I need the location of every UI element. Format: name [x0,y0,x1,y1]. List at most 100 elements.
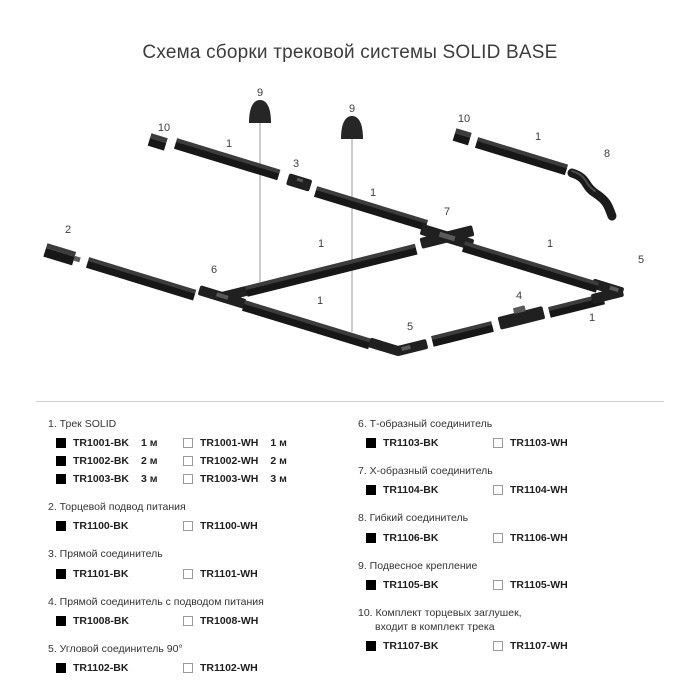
legend-row: TR1107-BK TR1107-WH [366,640,658,652]
code-pair: TR1107-WH [493,640,568,652]
product-code: TR1008-BK [73,614,130,627]
product-code: TR1003-BK [73,473,130,486]
part-number-label: 10 [458,113,470,125]
product-code: TR1100-WH [200,520,258,533]
code-pair: TR1003-BK 3 м [56,473,183,485]
black-swatch [56,521,66,532]
part-number-label: 10 [158,122,170,134]
section-title: 3. Прямой соединитель [48,548,163,561]
product-code: TR1001-WH [200,437,259,450]
legend-section-end-feed: 2. Торцевой подвод питания TR1100-BK TR1… [48,497,358,538]
white-swatch [493,579,503,590]
pendant-mount [341,116,363,139]
section-title: 1. Трек SOLID [48,418,117,430]
assembly-diagram: 10 1 9 3 1 9 7 10 1 8 2 6 1 1 5 1 5 4 1 [0,85,700,395]
product-code: TR1008-WH [200,614,259,627]
legend-section-straight-connector: 3. Прямой соединитель TR1101-BK TR1101-W… [48,544,358,585]
legend-row: TR1102-BK TR1102-WH [56,662,358,674]
length-label: 3 м [141,473,158,486]
legend-section-t-connector: 6. Т-образный соединитель TR1103-BK TR11… [358,414,658,455]
product-code: TR1106-WH [510,531,568,544]
part-number-label: 5 [407,321,413,333]
part-number-label: 8 [604,148,610,160]
product-code: TR1101-BK [73,567,129,580]
code-pair: TR1105-WH [493,579,568,591]
code-pair: TR1101-WH [183,568,258,580]
power-feed-connector [497,305,545,330]
code-pair: TR1002-BK 2 м [56,455,183,467]
x-connector [419,224,475,250]
product-code: TR1105-WH [510,578,568,591]
part-number-label: 3 [293,158,299,170]
white-swatch [183,568,193,579]
part-number-label: 1 [535,131,541,143]
part-number-label: 7 [444,206,450,218]
white-swatch [493,532,503,543]
product-code: TR1103-WH [510,437,568,450]
track-segment [313,186,429,231]
legend-section-track: 1. Трек SOLID TR1001-BK 1 м TR1001-WH 1 … [48,414,358,491]
black-swatch [56,456,66,467]
part-number-label: 5 [638,254,644,266]
length-label: 1 м [270,437,287,450]
black-swatch [56,615,66,626]
product-code: TR1106-BK [383,531,439,544]
product-code: TR1107-WH [510,640,568,653]
page-title: Схема сборки трековой системы SOLID BASE [142,42,558,63]
track-segment [245,243,418,297]
track-segment [431,321,494,347]
length-label: 2 м [141,455,158,468]
flex-connector-highlight [571,170,596,192]
track-segment [548,293,606,318]
code-pair: TR1100-WH [183,520,258,532]
track-segment [173,138,281,181]
black-swatch [366,579,376,590]
section-title: 2. Торцевой подвод питания [48,501,186,514]
black-swatch [366,532,376,543]
product-code: TR1100-BK [73,520,129,533]
code-pair: TR1008-WH [183,615,258,627]
code-pair: TR1103-WH [493,437,568,449]
legend-row: TR1105-BK TR1105-WH [366,579,658,591]
section-title: 10. Комплект торцевых заглушек, входит в… [358,606,522,633]
product-code: TR1002-BK [73,455,130,468]
product-code: TR1101-WH [200,567,258,580]
straight-connector [286,173,312,192]
part-number-label: 9 [349,103,355,115]
product-code: TR1107-BK [383,640,439,653]
code-pair: TR1001-BK 1 м [56,437,183,449]
legend-row: TR1002-BK 2 м TR1002-WH 2 м [56,455,358,467]
section-title: 6. Т-образный соединитель [358,418,493,430]
part-number-label: 1 [370,187,376,199]
code-pair: TR1103-BK [366,437,493,449]
code-pair: TR1008-BK [56,615,183,627]
end-cap [147,133,168,151]
white-swatch [183,456,193,467]
white-swatch [183,474,193,485]
legend-row: TR1101-BK TR1101-WH [56,568,358,580]
length-label: 2 м [270,455,287,468]
code-pair: TR1001-WH 1 м [183,437,287,449]
part-number-label: 1 [318,238,324,250]
part-number-label: 1 [317,295,323,307]
pendant-mount [249,100,271,123]
code-pair: TR1105-BK [366,579,493,591]
product-code: TR1102-WH [200,661,258,674]
product-code: TR1002-WH [200,455,259,468]
legend-section-end-caps-kit: 10. Комплект торцевых заглушек, входит в… [358,603,658,658]
code-pair: TR1003-WH 3 м [183,473,287,485]
code-pair: TR1102-BK [56,662,183,674]
black-swatch [366,641,376,652]
product-code: TR1003-WH [200,473,259,486]
white-swatch [183,438,193,449]
section-title: 7. Х-образный соединитель [358,465,493,478]
code-pair: TR1002-WH 2 м [183,455,287,467]
legend-row: TR1103-BK TR1103-WH [366,437,658,449]
track-segment [85,257,197,301]
legend-column-right: 6. Т-образный соединитель TR1103-BK TR11… [358,414,658,686]
legend-section-pendant-mount: 9. Подвесное крепление TR1105-BK TR1105-… [358,556,658,597]
product-code: TR1105-BK [383,578,439,591]
legend-section-flex-connector: 8. Гибкий соединитель TR1106-BK TR1106-W… [358,508,658,549]
corner-connector [368,337,428,356]
t-connector [198,285,249,309]
